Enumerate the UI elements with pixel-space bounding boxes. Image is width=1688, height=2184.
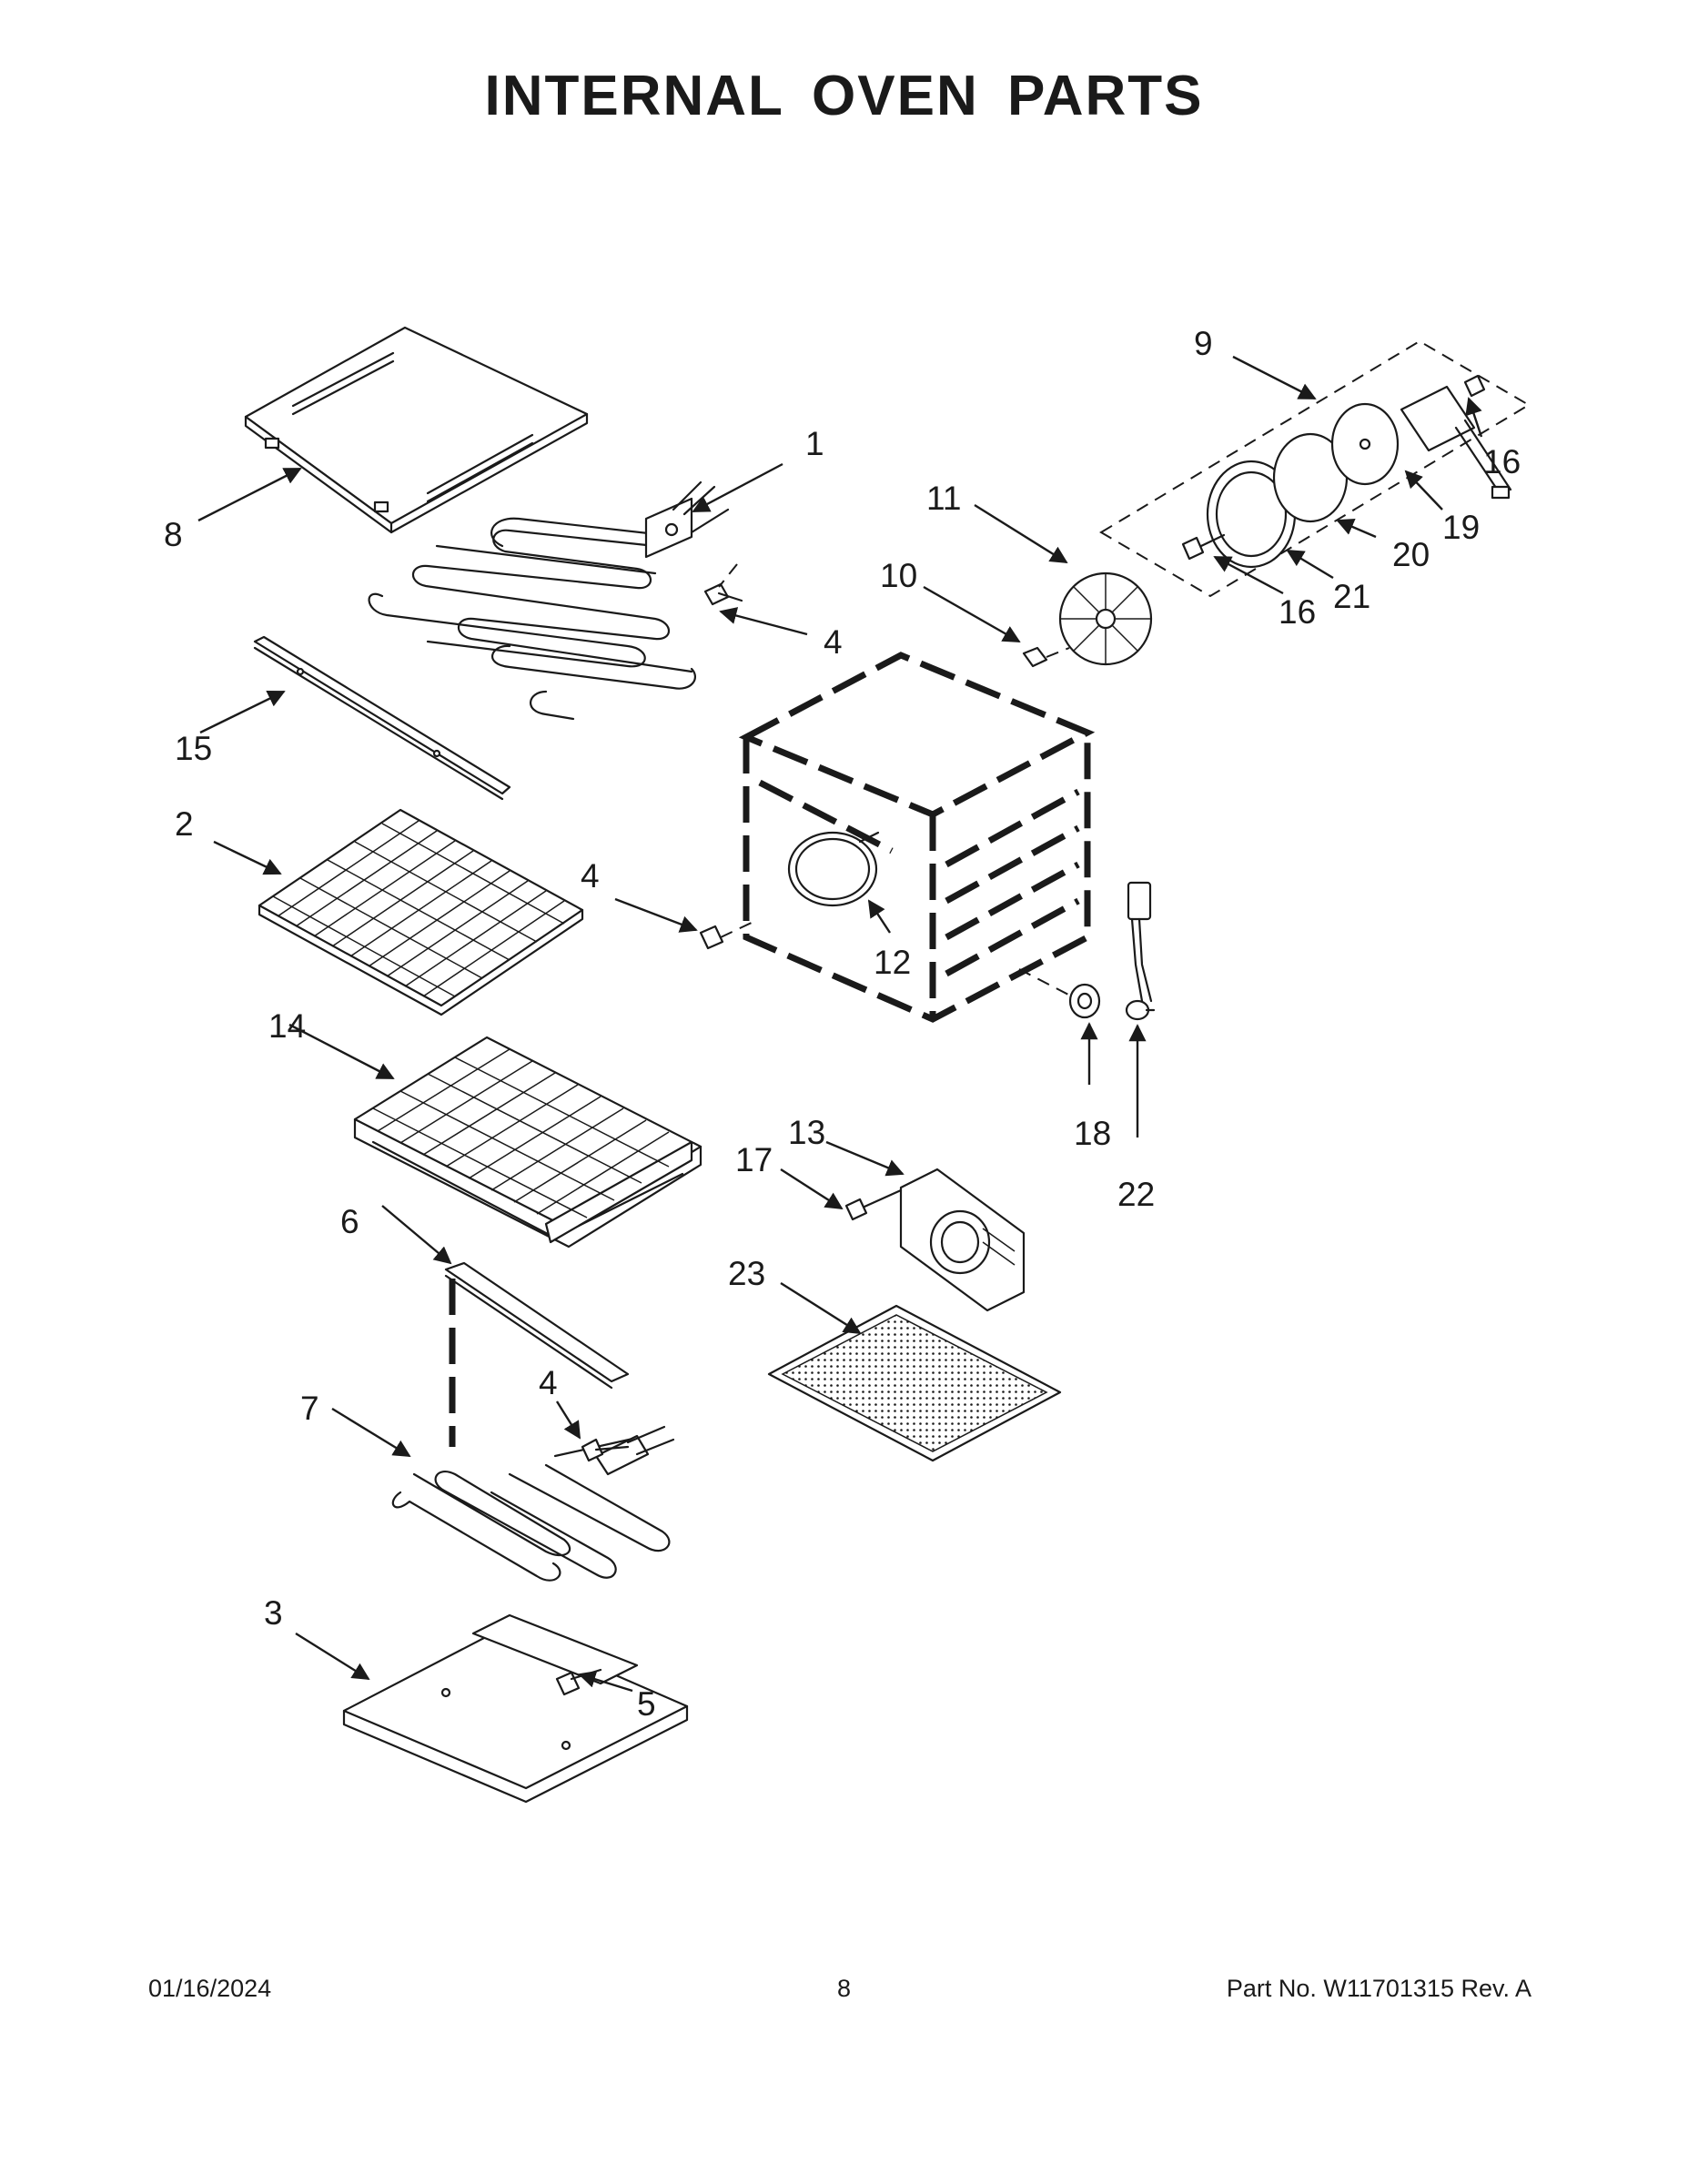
oven-cavity (738, 652, 1096, 1023)
callout-22: 22 (1117, 1176, 1155, 1213)
callout-11: 11 (926, 480, 961, 517)
part-12-convection-element (787, 831, 880, 907)
callout-4: 4 (539, 1364, 558, 1401)
part-15-strip (253, 635, 511, 801)
callout-18: 18 (1074, 1115, 1111, 1152)
footer-part-number: Part No. W11701315 Rev. A (1226, 1975, 1531, 2002)
callout-4: 4 (824, 623, 843, 661)
part-14-sliding-rack (353, 1036, 702, 1249)
part-22-sensor (1125, 881, 1156, 1021)
part-7-bake-element (391, 1425, 675, 1582)
callout-6: 6 (340, 1203, 359, 1240)
callout-3: 3 (264, 1594, 283, 1632)
part-6-trim (444, 1261, 630, 1447)
callout-9: 9 (1194, 325, 1213, 362)
callout-4: 4 (581, 857, 600, 895)
callout-17: 17 (735, 1141, 773, 1178)
callout-labels: 1 8 4 15 2 4 12 14 6 7 4 3 5 9 11 10 16 … (164, 325, 1521, 1723)
part-3-bottom-panel (342, 1613, 689, 1804)
callout-20: 20 (1392, 536, 1430, 573)
part-23-mesh-tray (767, 1304, 1062, 1462)
callout-8: 8 (164, 516, 183, 553)
callout-14: 14 (268, 1007, 306, 1045)
part-16-screw-b (1463, 374, 1486, 398)
part-4-screw-lower (581, 1438, 630, 1462)
part-4-screw-mid (699, 920, 756, 950)
part-17-screw (844, 1188, 903, 1221)
part-11-fan-blade (1058, 571, 1153, 666)
footer-page-number: 8 (836, 1975, 852, 2002)
part-8-top-shield (244, 326, 589, 534)
leader-arrows (197, 355, 1483, 1693)
part-4-screw-upper (703, 563, 743, 606)
callout-1: 1 (805, 425, 824, 462)
callout-23: 23 (728, 1255, 765, 1292)
page-title: INTERNAL OVEN PARTS (484, 65, 1204, 127)
part-9-motor-assembly (1099, 339, 1531, 598)
callout-5: 5 (637, 1685, 656, 1723)
part-1-broil-element (368, 480, 730, 721)
part-10-nut (1022, 646, 1070, 668)
part-13-fan-cover (899, 1168, 1026, 1312)
callout-15: 15 (175, 730, 212, 767)
footer-date: 01/16/2024 (148, 1975, 272, 2002)
callout-19: 19 (1442, 509, 1480, 546)
callout-12: 12 (874, 944, 911, 981)
part-2-oven-rack (258, 808, 584, 1016)
callout-21: 21 (1333, 578, 1370, 615)
callout-16: 16 (1483, 443, 1521, 480)
callout-2: 2 (175, 805, 194, 843)
callout-10: 10 (880, 557, 917, 594)
callout-16: 16 (1279, 593, 1316, 631)
callout-7: 7 (300, 1390, 319, 1427)
part-16-screw-a (1181, 533, 1226, 561)
part-18-bushing (1018, 968, 1101, 1019)
callout-13: 13 (788, 1114, 825, 1151)
